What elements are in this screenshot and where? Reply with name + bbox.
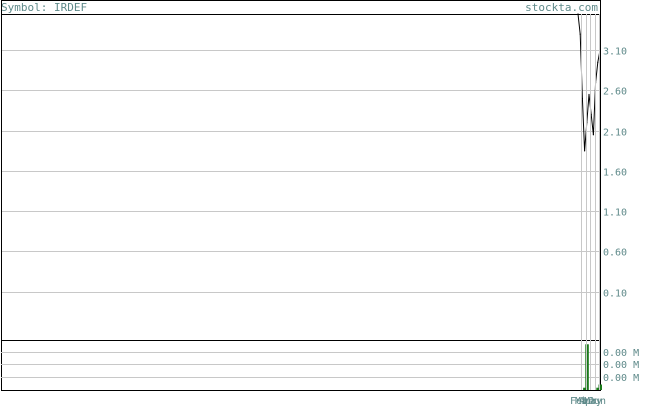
x-tick-label: Apr	[579, 396, 597, 406]
price-tick-label: 2.60	[603, 87, 627, 98]
price-tick-label: 0.60	[603, 248, 627, 259]
price-tick-label: 0.10	[603, 289, 627, 300]
volume-tick-label: 0.00 M	[603, 373, 639, 384]
price-point	[581, 97, 584, 100]
volume-bar	[598, 384, 602, 390]
x-tick-label: May	[584, 396, 602, 406]
price-point	[579, 33, 581, 35]
volume-panel: 0.00 M0.00 M0.00 M	[1, 340, 639, 390]
symbol-label: Symbol: IRDEF	[1, 1, 87, 14]
x-tick-label: Jun	[588, 396, 606, 406]
volume-bar	[583, 387, 587, 390]
price-point	[588, 93, 590, 96]
price-point	[597, 61, 599, 63]
price-point	[577, 13, 579, 15]
x-tick-label: Feb	[570, 396, 588, 406]
price-tick-label: 2.10	[603, 128, 627, 139]
x-tick-label: Mar	[575, 396, 593, 406]
volume-tick-label: 0.00 M	[603, 360, 639, 371]
price-point	[584, 150, 586, 152]
chart-border	[1, 0, 601, 391]
price-tick-label: 1.60	[603, 168, 627, 179]
brand-label: stockta.com	[525, 1, 598, 14]
price-tick-label: 1.10	[603, 208, 627, 219]
price-point	[592, 134, 595, 136]
volume-bar	[596, 387, 600, 390]
price-panel: 3.10 2.60 2.10 1.60 1.10 0.60 0.10	[1, 0, 627, 391]
volume-tick-label: 0.00 M	[603, 348, 639, 359]
price-tick-label: 3.10	[603, 47, 627, 58]
volume-bar	[585, 344, 589, 390]
